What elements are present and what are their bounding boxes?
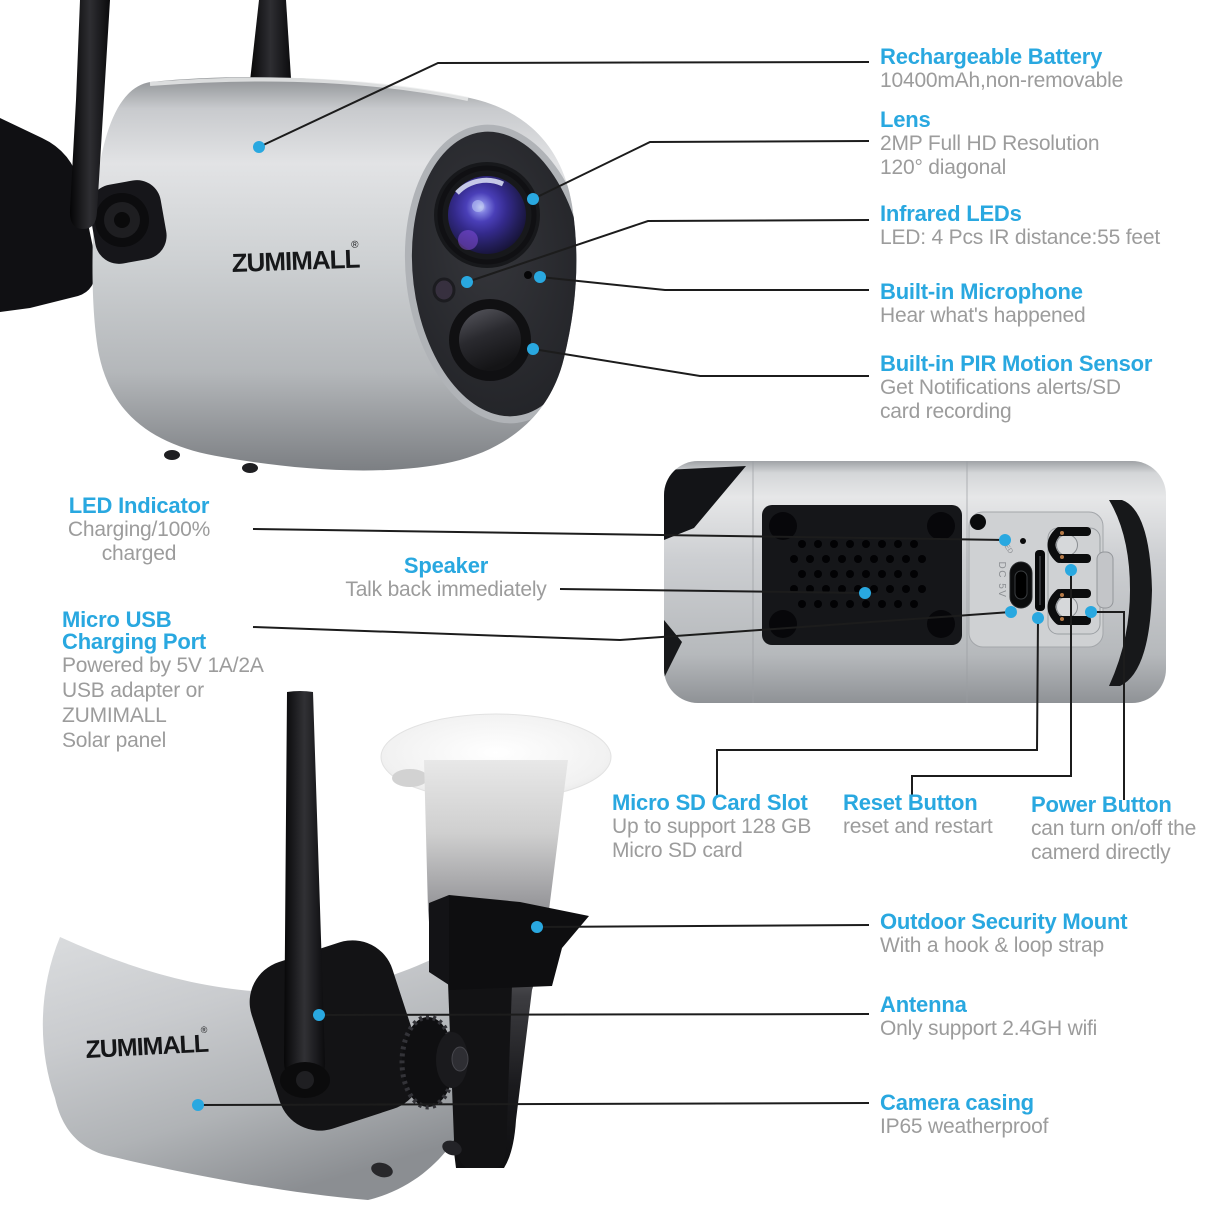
- callout-desc: 2MP Full HD Resolution: [880, 132, 1100, 155]
- callout-title: Rechargeable Battery: [880, 44, 1103, 69]
- callout-desc: 10400mAh,non-removable: [880, 69, 1124, 92]
- svg-text:ZUMIMALL: ZUMIMALL: [231, 244, 361, 278]
- callout-title: Power Button: [1031, 792, 1172, 817]
- left-antenna-fragment: [0, 118, 97, 312]
- callout-title: Lens: [880, 107, 931, 132]
- callout-title: Charging Port: [62, 629, 207, 654]
- screw-hole: [970, 514, 986, 530]
- callout-desc: can turn on/off the: [1031, 817, 1197, 840]
- front-camera-photo: ZUMIMALL ®: [0, 0, 577, 473]
- callout-title: Speaker: [403, 553, 489, 578]
- ir-led: [432, 277, 456, 303]
- back-panel-photo: LED DC 5V: [664, 461, 1166, 703]
- screw-cover: [371, 1162, 393, 1178]
- mic-hole: [524, 271, 532, 279]
- callout-desc: Only support 2.4GH wifi: [880, 1017, 1098, 1040]
- speaker-grille: [762, 505, 962, 645]
- screw-cover: [442, 1140, 462, 1156]
- callout-mount: Outdoor Security Mount With a hook & loo…: [880, 909, 1128, 958]
- callout-desc: Get Notifications alerts/SD: [880, 376, 1121, 399]
- svg-text:ZUMIMALL: ZUMIMALL: [85, 1030, 210, 1064]
- antenna-hinge: [89, 180, 167, 264]
- mounted-camera-photo: ZUMIMALL ®: [42, 691, 612, 1200]
- callout-desc: 120° diagonal: [880, 156, 1007, 179]
- callout-title: Antenna: [880, 992, 967, 1017]
- callout-reset: Reset Button reset and restart: [843, 791, 993, 839]
- callout-microphone: Built-in Microphone Hear what's happened: [880, 280, 1086, 328]
- callout-sd: Micro SD Card Slot Up to support 128 GB …: [612, 791, 811, 863]
- callout-title: Built-in PIR Motion Sensor: [880, 351, 1153, 376]
- callout-desc: USB adapter or: [62, 679, 204, 702]
- callout-desc: card recording: [880, 400, 1012, 423]
- callout-desc: Solar panel: [62, 729, 167, 752]
- callout-power: Power Button can turn on/off the camerd …: [1031, 793, 1196, 865]
- pir-sensor: [449, 299, 531, 381]
- brand-logo: ZUMIMALL ®: [231, 240, 361, 278]
- callout-lens: Lens 2MP Full HD Resolution 120° diagona…: [880, 107, 1100, 180]
- callout-title: Micro SD Card Slot: [612, 790, 808, 815]
- sd-card-slot: [1035, 550, 1045, 611]
- micro-usb-port: [1009, 561, 1033, 609]
- callout-title: Camera casing: [880, 1090, 1034, 1115]
- callout-desc: Micro SD card: [612, 839, 743, 862]
- callout-desc: Up to support 128 GB: [612, 815, 812, 838]
- callout-speaker: Speaker Talk back immediately: [331, 554, 561, 602]
- callout-desc: IP65 weatherproof: [880, 1115, 1049, 1138]
- callout-desc: camerd directly: [1031, 841, 1171, 864]
- callout-title: LED Indicator: [68, 493, 210, 518]
- dc5v-label: DC 5V: [996, 562, 1007, 599]
- mount-stem-lower: [446, 930, 514, 1168]
- callout-infrared: Infrared LEDs LED: 4 Pcs IR distance:55 …: [880, 202, 1160, 250]
- callout-led: LED Indicator Charging/100% charged: [37, 494, 241, 566]
- camera-foot: [164, 450, 180, 460]
- callout-usb: Micro USB Charging Port Powered by 5V 1A…: [62, 609, 264, 753]
- sd-cover-tab: [1096, 551, 1114, 609]
- svg-text:®: ®: [351, 240, 359, 251]
- camera-front-antenna: [69, 0, 110, 230]
- callout-desc: Powered by 5V 1A/2A: [62, 654, 264, 677]
- callout-desc: With a hook & loop strap: [880, 934, 1104, 957]
- callout-title: Micro USB: [62, 607, 172, 632]
- reset-button: [1047, 527, 1091, 563]
- callout-battery: Rechargeable Battery 10400mAh,non-remova…: [880, 45, 1123, 93]
- callout-title: Built-in Microphone: [880, 279, 1083, 304]
- camera-foot: [242, 463, 258, 473]
- callout-desc: ZUMIMALL: [62, 704, 167, 727]
- callout-desc: Hear what's happened: [880, 304, 1086, 327]
- callout-desc: charged: [101, 542, 177, 565]
- svg-text:®: ®: [200, 1025, 208, 1035]
- adjustment-knob: [399, 1014, 469, 1110]
- callout-desc: reset and restart: [843, 815, 993, 838]
- callout-title: Outdoor Security Mount: [880, 909, 1128, 934]
- callout-antenna: Antenna Only support 2.4GH wifi: [880, 993, 1097, 1041]
- callout-casing: Camera casing IP65 weatherproof: [880, 1091, 1048, 1139]
- callout-title: Reset Button: [843, 790, 978, 815]
- callout-desc: Charging/100%: [67, 518, 211, 541]
- camera-lens: [434, 162, 540, 268]
- mounted-camera-antenna: [280, 691, 330, 1098]
- brand-logo: ZUMIMALL ®: [85, 1025, 210, 1064]
- callout-title: Infrared LEDs: [880, 201, 1022, 226]
- callout-desc: LED: 4 Pcs IR distance:55 feet: [880, 226, 1160, 249]
- callout-pir: Built-in PIR Motion Sensor Get Notificat…: [880, 352, 1152, 424]
- callout-desc: Talk back immediately: [345, 578, 547, 601]
- mount-bracket: [429, 895, 589, 990]
